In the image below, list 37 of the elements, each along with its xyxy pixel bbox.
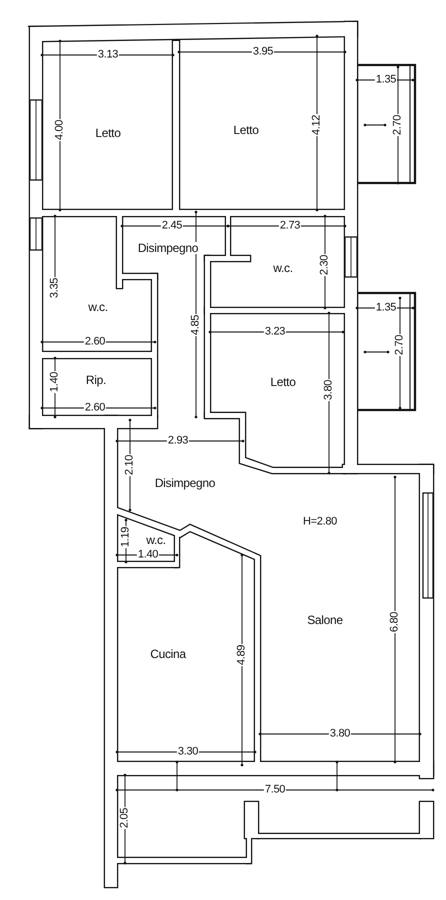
dimension-label: 4.89 xyxy=(236,644,248,666)
dimension-label: 2.70 xyxy=(394,334,406,356)
dimension-label: 4.12 xyxy=(312,114,322,136)
dimension-label: 2.05 xyxy=(120,806,130,830)
dimension-label: 4.00 xyxy=(54,118,66,142)
room-label: Disimpegno xyxy=(154,477,216,489)
dimension-label: 1.19 xyxy=(120,526,132,548)
ceiling-height-label: H=2.80 xyxy=(302,516,338,528)
room-label: Letto xyxy=(94,127,122,139)
dimension-label: 2.93 xyxy=(166,436,190,446)
dimension-label: 2.45 xyxy=(160,220,184,232)
dimension-label: 7.50 xyxy=(264,784,286,796)
room-label: Rip. xyxy=(84,374,108,386)
room-label: Letto xyxy=(232,124,260,136)
dimension-label: 3.35 xyxy=(50,276,60,300)
dimension-label: 3.80 xyxy=(328,728,352,740)
dimension-label: 3.23 xyxy=(264,326,286,338)
room-label: Letto xyxy=(269,376,297,388)
dimension-label: 2.30 xyxy=(320,254,330,276)
dimension-label: 4.85 xyxy=(190,314,202,336)
dimension-label: 3.95 xyxy=(252,46,274,58)
dimension-label: 2.60 xyxy=(84,402,106,414)
dimension-label: 2.10 xyxy=(124,454,136,476)
dimension-label: 3.30 xyxy=(176,746,200,758)
room-label: Cucina xyxy=(149,648,187,660)
dimension-label: 2.70 xyxy=(392,114,404,136)
dimension-label: 2.73 xyxy=(278,220,302,232)
dimension-label: 3.80 xyxy=(324,378,334,402)
room-label: Disimpegno xyxy=(136,242,200,254)
dimension-label: 1.35 xyxy=(374,74,398,86)
room-label: Salone xyxy=(306,614,344,626)
dimension-label: 6.80 xyxy=(390,610,400,634)
dimension-label: 3.13 xyxy=(96,50,120,60)
dimension-label: 1.40 xyxy=(50,370,60,394)
dimension-label: 1.40 xyxy=(136,550,160,560)
dimension-label: 1.35 xyxy=(374,302,398,314)
dimension-label: 2.60 xyxy=(84,336,106,348)
